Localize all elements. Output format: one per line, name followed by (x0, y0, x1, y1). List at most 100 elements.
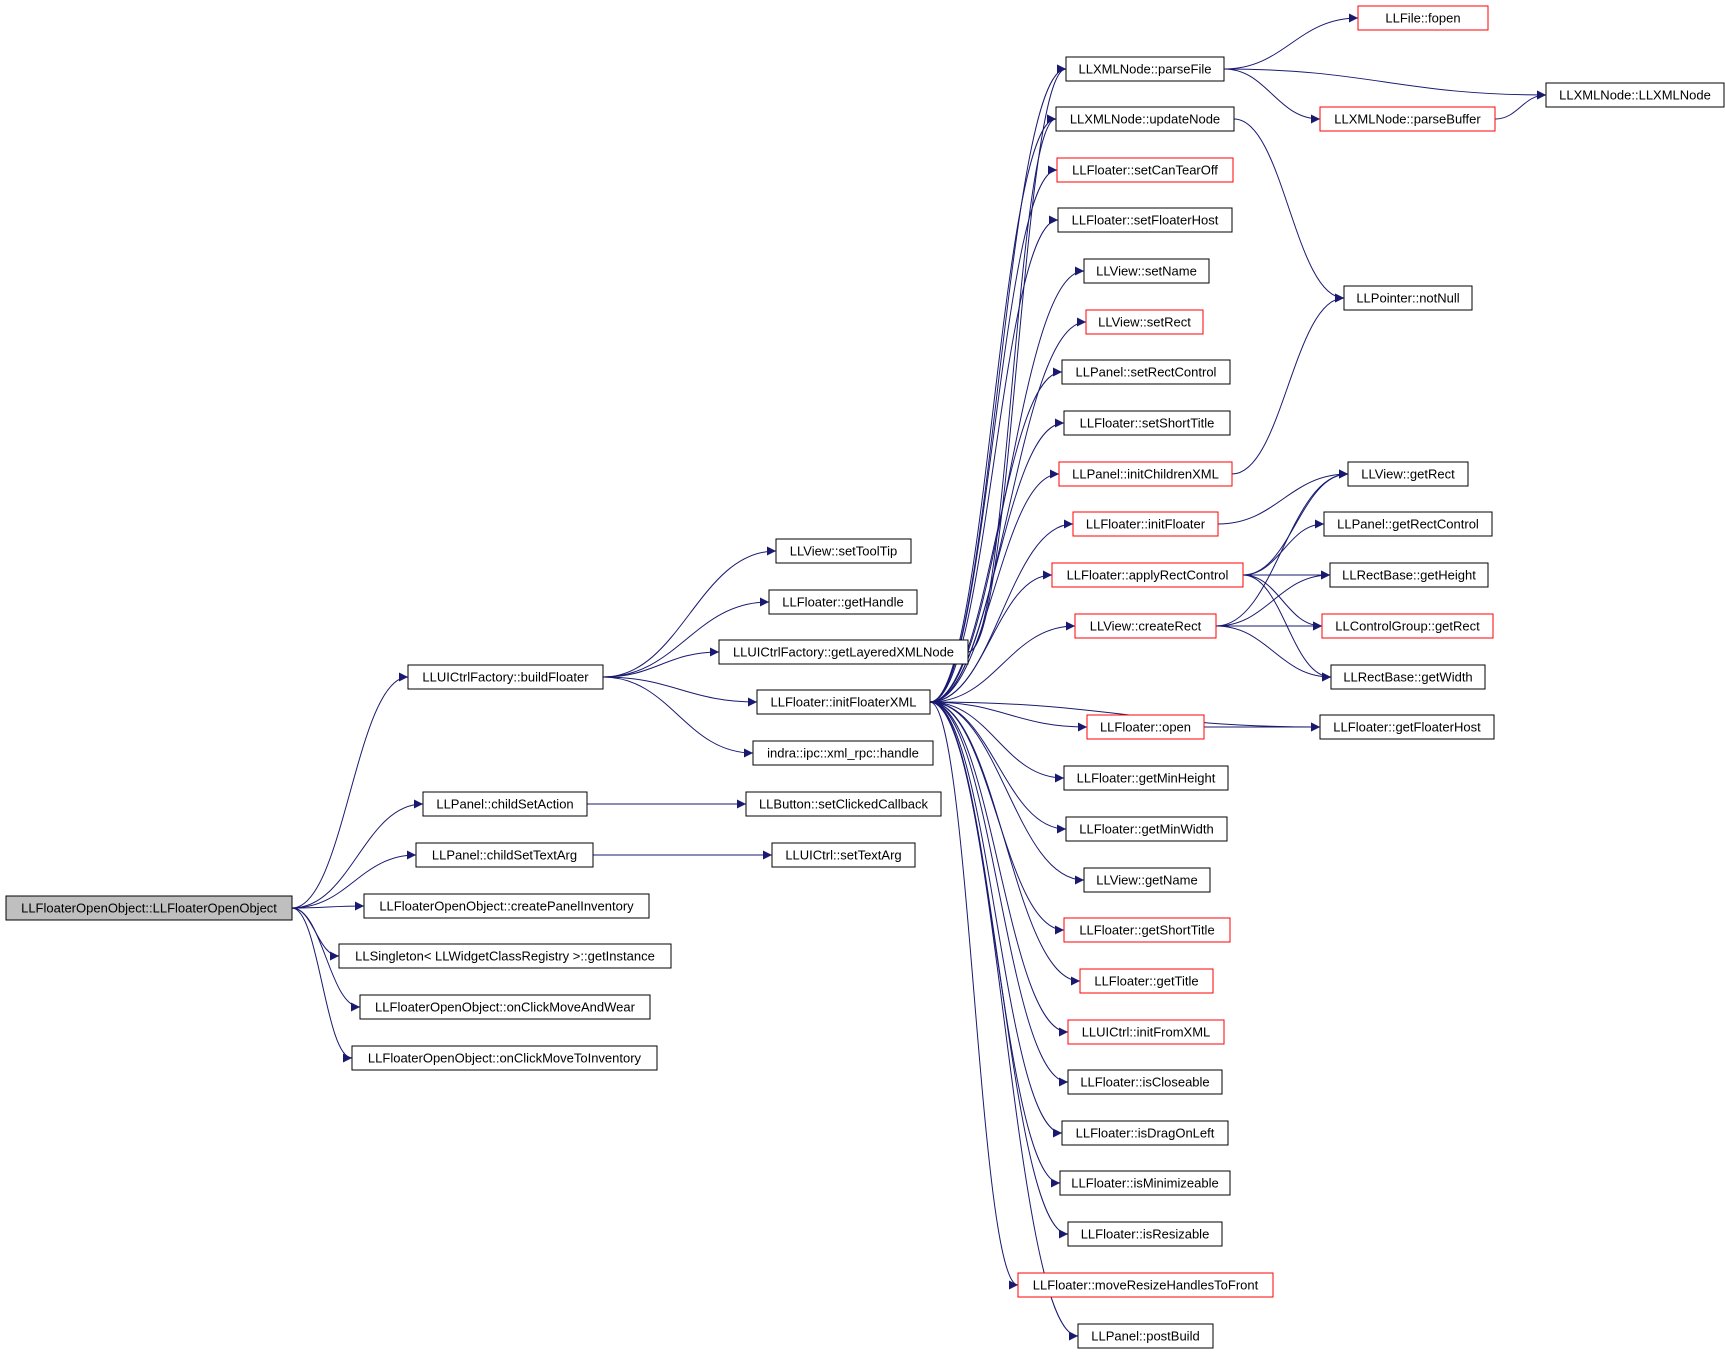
node-box (1319, 106, 1496, 132)
edge-initFloaterXML-to-isCloseable (929, 701, 1069, 1087)
node-box (1063, 917, 1231, 943)
node-getMinWidth[interactable]: LLFloater::getMinWidth (1065, 816, 1228, 842)
node-parseFile[interactable]: LLXMLNode::parseFile (1065, 56, 1225, 82)
node-label: LLUICtrl::setTextArg (785, 848, 901, 863)
node-notNull[interactable]: LLPointer::notNull (1343, 285, 1473, 311)
node-isCloseable[interactable]: LLFloater::isCloseable (1067, 1069, 1223, 1095)
edge-updateNode-to-notNull (1233, 118, 1345, 303)
node-getRectControl[interactable]: LLPanel::getRectControl (1323, 511, 1493, 537)
node-getShortTitle[interactable]: LLFloater::getShortTitle (1063, 917, 1231, 943)
node-llxmlnode[interactable]: LLXMLNode::LLXMLNode (1545, 82, 1725, 108)
node-childSetAction[interactable]: LLPanel::childSetAction (422, 791, 588, 817)
node-box (771, 842, 916, 868)
node-label: LLFile::fopen (1385, 11, 1460, 26)
node-box (1061, 1120, 1229, 1146)
node-isDragOnLeft[interactable]: LLFloater::isDragOnLeft (1061, 1120, 1229, 1146)
node-getHeight[interactable]: LLRectBase::getHeight (1329, 562, 1489, 588)
node-controlGroupGetRect[interactable]: LLControlGroup::getRect (1321, 613, 1494, 639)
node-box (745, 791, 942, 817)
edge-buildFloater-to-xmlRpcHandle (602, 676, 754, 758)
node-setFloaterHost[interactable]: LLFloater::setFloaterHost (1057, 207, 1233, 233)
node-setName[interactable]: LLView::setName (1083, 258, 1210, 284)
edge-buildFloater-to-getLayeredXMLNode (602, 647, 720, 678)
node-box (351, 1045, 658, 1071)
node-getFloaterHost[interactable]: LLFloater::getFloaterHost (1319, 714, 1495, 740)
node-createRect[interactable]: LLView::createRect (1074, 613, 1217, 639)
node-getRect[interactable]: LLView::getRect (1347, 461, 1469, 487)
node-setRect[interactable]: LLView::setRect (1085, 309, 1204, 335)
node-setCanTearOff[interactable]: LLFloater::setCanTearOff (1056, 157, 1234, 183)
node-box (363, 893, 650, 919)
node-box (1051, 562, 1244, 588)
node-initFromXML[interactable]: LLUICtrl::initFromXML (1067, 1019, 1225, 1045)
node-parseBuffer[interactable]: LLXMLNode::parseBuffer (1319, 106, 1496, 132)
edge-initFloaterXML-to-getName (929, 701, 1085, 885)
node-box (1079, 968, 1214, 994)
node-moveResizeHandlesToFront[interactable]: LLFloater::moveResizeHandlesToFront (1017, 1272, 1274, 1298)
node-getTitle[interactable]: LLFloater::getTitle (1079, 968, 1214, 994)
node-buildFloater[interactable]: LLUICtrlFactory::buildFloater (407, 664, 604, 690)
node-root[interactable]: LLFloaterOpenObject::LLFloaterOpenObject (5, 895, 293, 921)
node-box (359, 994, 651, 1020)
node-setClickedCallback[interactable]: LLButton::setClickedCallback (745, 791, 942, 817)
node-label: LLPanel::childSetAction (436, 797, 573, 812)
node-setRectControl[interactable]: LLPanel::setRectControl (1061, 359, 1231, 385)
node-updateNode[interactable]: LLXMLNode::updateNode (1055, 106, 1235, 132)
node-getWidth[interactable]: LLRectBase::getWidth (1330, 664, 1486, 690)
node-label: LLRectBase::getHeight (1342, 568, 1476, 583)
node-box (407, 664, 604, 690)
edge-createRect-to-getHeight (1215, 570, 1331, 627)
edge-initFloaterXML-to-setCanTearOff (929, 165, 1058, 703)
node-box (415, 842, 594, 868)
node-isMinimizeable[interactable]: LLFloater::isMinimizeable (1059, 1170, 1231, 1196)
edge-root-to-onClickMoveAndWear (291, 907, 361, 1012)
node-onClickMoveAndWear[interactable]: LLFloaterOpenObject::onClickMoveAndWear (359, 994, 651, 1020)
edge-initFloaterXML-to-parseFile (929, 64, 1067, 703)
node-layer: LLFloaterOpenObject::LLFloaterOpenObject… (5, 5, 1725, 1349)
edge-initFloaterXML-to-createRect (929, 621, 1076, 703)
node-setToolTip[interactable]: LLView::setToolTip (775, 538, 912, 564)
node-fopen[interactable]: LLFile::fopen (1357, 5, 1489, 31)
edge-root-to-childSetAction (291, 799, 424, 909)
node-initChildrenXML[interactable]: LLPanel::initChildrenXML (1058, 461, 1233, 487)
node-box (1067, 1221, 1223, 1247)
node-getInstance[interactable]: LLSingleton< LLWidgetClassRegistry >::ge… (338, 943, 672, 969)
node-label: LLXMLNode::parseBuffer (1334, 112, 1481, 127)
node-getHandle[interactable]: LLFloater::getHandle (768, 589, 918, 615)
node-box (1061, 359, 1231, 385)
node-postBuild[interactable]: LLPanel::postBuild (1077, 1323, 1214, 1349)
node-box (338, 943, 672, 969)
node-isResizable[interactable]: LLFloater::isResizable (1067, 1221, 1223, 1247)
edge-applyRectControl-to-getRectControl (1242, 519, 1325, 576)
node-box (1063, 410, 1231, 436)
node-label: LLFloater::setCanTearOff (1072, 163, 1218, 178)
node-label: LLPanel::initChildrenXML (1072, 467, 1219, 482)
node-xmlRpcHandle[interactable]: indra::ipc::xml_rpc::handle (752, 740, 934, 766)
node-label: LLFloaterOpenObject::onClickMoveAndWear (375, 1000, 636, 1015)
node-getName[interactable]: LLView::getName (1083, 867, 1211, 893)
node-box (1063, 765, 1229, 791)
node-onClickMoveToInventory[interactable]: LLFloaterOpenObject::onClickMoveToInvent… (351, 1045, 658, 1071)
edge-initFloaterXML-to-setFloaterHost (929, 215, 1059, 703)
node-childSetTextArg[interactable]: LLPanel::childSetTextArg (415, 842, 594, 868)
node-getMinHeight[interactable]: LLFloater::getMinHeight (1063, 765, 1229, 791)
node-setTextArg[interactable]: LLUICtrl::setTextArg (771, 842, 916, 868)
node-box (1330, 664, 1486, 690)
node-applyRectControl[interactable]: LLFloater::applyRectControl (1051, 562, 1244, 588)
node-initFloaterXML[interactable]: LLFloater::initFloaterXML (756, 689, 931, 715)
node-label: LLFloater::getTitle (1094, 974, 1198, 989)
node-box (1067, 1019, 1225, 1045)
edge-initFloaterXML-to-moveResizeHandlesToFront (929, 701, 1019, 1290)
edge-parseFile-to-llxmlnode (1223, 68, 1547, 100)
node-label: LLFloater::setFloaterHost (1072, 213, 1219, 228)
node-getLayeredXMLNode[interactable]: LLUICtrlFactory::getLayeredXMLNode (718, 639, 969, 665)
node-box (1343, 285, 1473, 311)
node-createPanelInventory[interactable]: LLFloaterOpenObject::createPanelInventor… (363, 893, 650, 919)
node-label: LLFloater::isCloseable (1080, 1075, 1209, 1090)
node-box (1055, 106, 1235, 132)
node-box (1077, 1323, 1214, 1349)
node-setShortTitle[interactable]: LLFloater::setShortTitle (1063, 410, 1231, 436)
node-initFloater[interactable]: LLFloater::initFloater (1072, 511, 1219, 537)
node-label: LLXMLNode::updateNode (1070, 112, 1220, 127)
node-open[interactable]: LLFloater::open (1086, 714, 1205, 740)
